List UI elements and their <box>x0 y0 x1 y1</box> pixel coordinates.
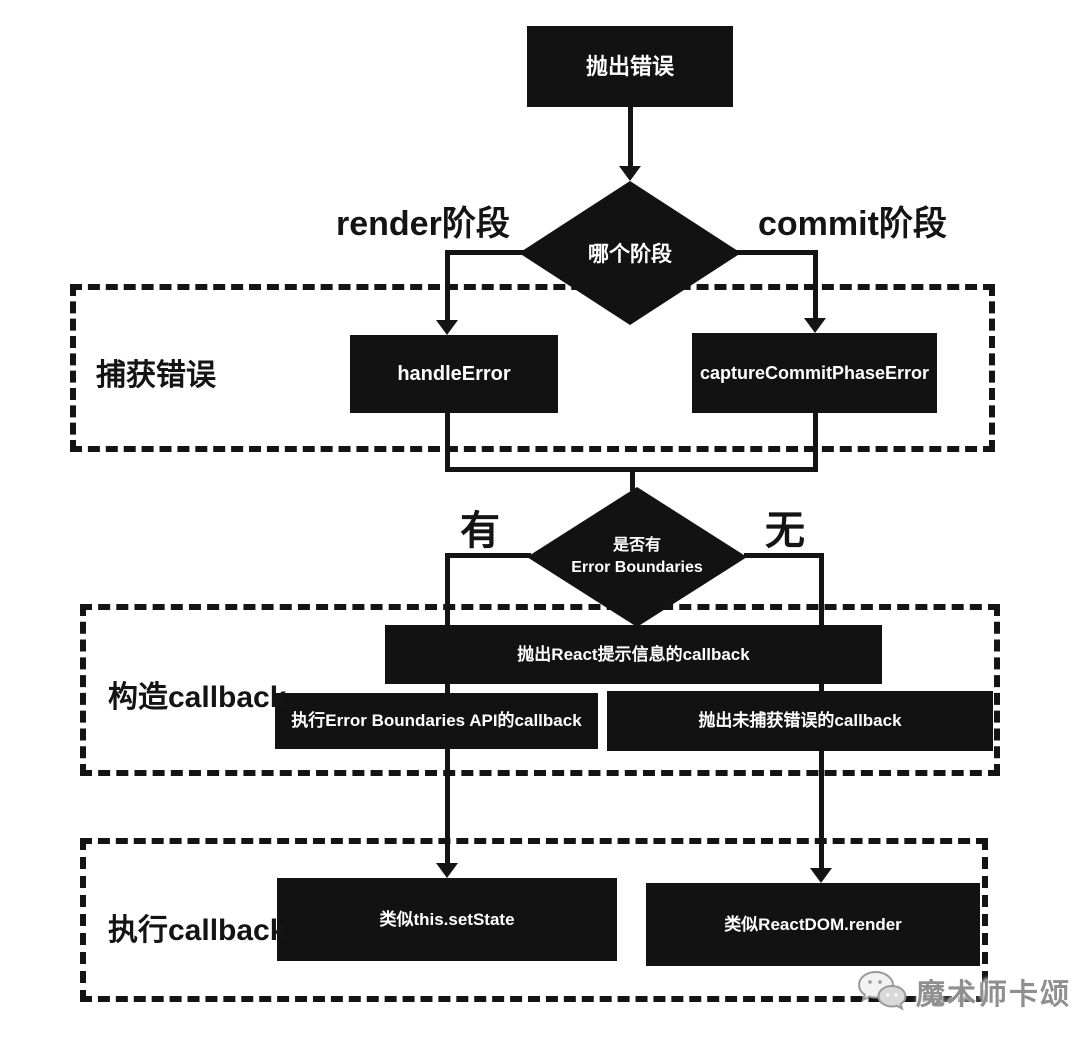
node-like-set-state: 类似this.setState <box>277 878 617 961</box>
node-handle-error: handleError <box>350 335 558 413</box>
edge-capture-commit-down <box>813 413 818 472</box>
edge-commit-horizontal <box>736 250 818 255</box>
watermark-text: 魔术师卡颂 <box>916 979 1072 1011</box>
edge-label-has-boundary: 有 <box>460 509 500 553</box>
node-throw-error: 抛出错误 <box>527 26 733 107</box>
arrowhead-into-handle-error <box>436 320 458 335</box>
edge-no-horizontal <box>744 553 823 558</box>
group-label-build-callback: 构造callback <box>108 681 287 714</box>
decision-boundaries-line1: 是否有 <box>612 536 661 554</box>
edge-commit-vertical <box>813 250 818 320</box>
group-label-run-callback: 执行callback <box>108 914 287 947</box>
arrowhead-into-capture-commit <box>804 318 826 333</box>
wechat-icon <box>856 970 908 1014</box>
edge-render-vertical <box>445 250 450 322</box>
edge-label-commit-phase: commit阶段 <box>758 205 947 243</box>
group-run-callback <box>80 838 988 1002</box>
group-catch-error <box>70 284 995 452</box>
edge-handle-error-down <box>445 413 450 472</box>
edge-yes-horizontal <box>445 553 531 558</box>
arrowhead-into-reactdom-render <box>810 868 832 883</box>
node-exec-error-boundaries-callback: 执行Error Boundaries API的callback <box>275 693 598 749</box>
arrowhead-into-set-state <box>436 863 458 878</box>
group-label-catch-error: 捕获错误 <box>96 359 216 392</box>
watermark: 魔术师卡颂 <box>856 970 1071 1014</box>
arrowhead-into-which-phase <box>619 166 641 181</box>
node-like-reactdom-render: 类似ReactDOM.render <box>646 883 980 966</box>
edge-into-boundaries-diamond <box>630 467 635 491</box>
node-capture-commit-phase-error: captureCommitPhaseError <box>692 333 937 413</box>
decision-boundaries-line2: Error Boundaries <box>571 559 703 576</box>
node-throw-uncaught-callback: 抛出未捕获错误的callback <box>607 691 993 751</box>
node-throw-react-hint-callback: 抛出React提示信息的callback <box>385 625 882 684</box>
group-build-callback <box>80 604 1000 776</box>
decision-which-phase-text: 哪个阶段 <box>588 243 672 266</box>
edge-render-horizontal <box>445 250 527 255</box>
edge-label-render-phase: render阶段 <box>336 205 510 243</box>
edge-label-no-boundary: 无 <box>765 509 805 553</box>
edge-throw-to-phase <box>628 107 633 169</box>
